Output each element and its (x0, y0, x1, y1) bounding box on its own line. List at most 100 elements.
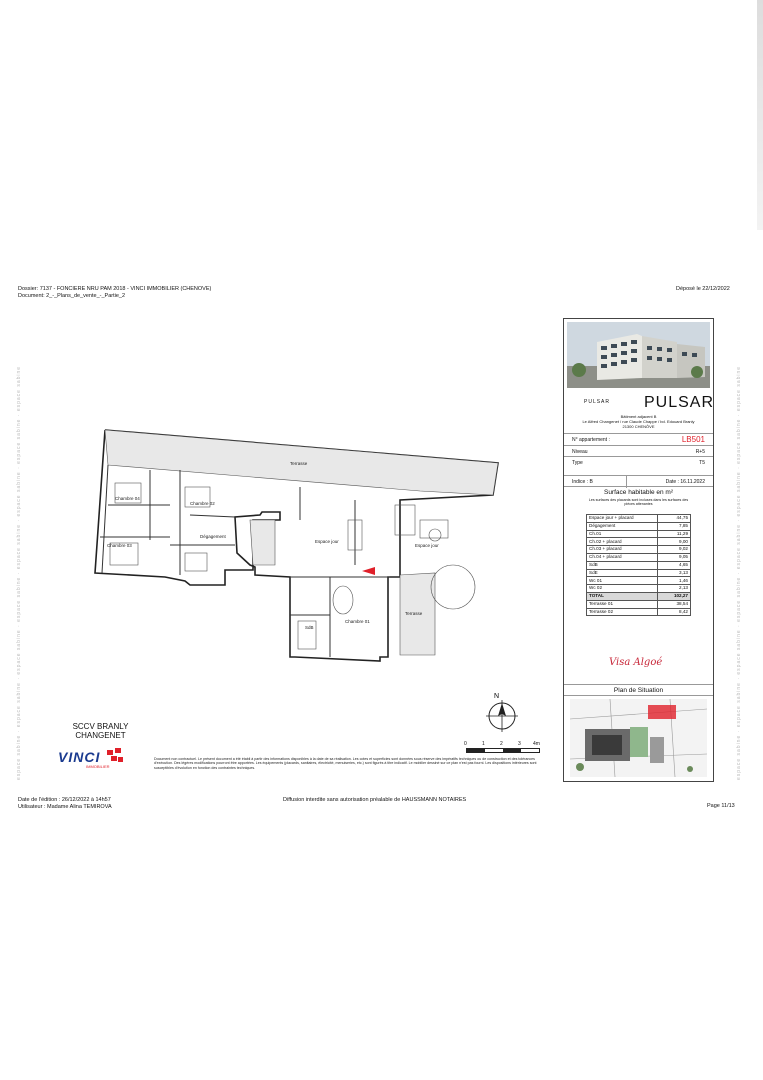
surface-label: Ch.02 + placard (586, 537, 658, 547)
document-text: Document: 2_-_Plans_de_vente_-_Partie_2 (18, 293, 126, 299)
edge-watermark-left: espace sabine · espace sabine · espace s… (16, 365, 22, 780)
room-label: Chambre 03 (107, 543, 132, 548)
diffusion-notice: Diffusion interdite sans autorisation pr… (283, 797, 467, 803)
depose-text: Déposé le 22/12/2022 (676, 286, 730, 292)
surface-value: 38,54 (657, 599, 691, 609)
surface-value: 8,42 (657, 607, 691, 617)
surface-label: Ch.03 + placard (586, 545, 658, 554)
niveau-label: Niveau (572, 449, 588, 455)
edition-date: Date de l'édition : 26/12/2022 à 14h57 (18, 797, 111, 803)
room-label: Espace jour (415, 543, 439, 548)
surface-value: 4,65 (657, 560, 691, 570)
entry-arrow-icon (362, 567, 375, 575)
type-value: T5 (699, 460, 705, 466)
north-label: N (494, 693, 499, 700)
surface-value: 7,85 (657, 521, 691, 531)
room-label: Terrasse (290, 461, 308, 466)
surface-label: SdB (586, 560, 658, 570)
apartment-row: N° appartement : LB501 (564, 433, 713, 445)
dossier-text: Dossier: 7137 - FONCIERE NRU PAM 2018 - … (18, 286, 212, 292)
surface-value: 2,13 (657, 584, 691, 593)
surface-title: Surface habitable en m² (603, 489, 673, 496)
scale-label: 3 (518, 741, 521, 747)
apartment-label: N° appartement : (572, 437, 610, 443)
surface-value: 3,13 (657, 568, 691, 578)
type-row: Type T5 (564, 456, 713, 467)
address-line: Le Alfred Changenet / rue Claude Chappe … (582, 419, 695, 424)
surface-value: 9,02 (657, 545, 691, 554)
address-block: Bâtiment adjacent B Le Alfred Changenet … (564, 414, 713, 429)
utilisateur: Utilisateur : Madame Alina TEMIROVA (18, 804, 112, 810)
address-line: 21300 CHENÔVE (622, 424, 655, 429)
surface-value: 11,29 (657, 529, 691, 539)
surface-value: 44,75 (657, 514, 691, 523)
vinci-symbol-icon (106, 748, 123, 762)
floor-plan: Chambre 04 Chambre 03 Chambre 02 Dégagem… (94, 429, 499, 662)
surface-note: Les surfaces des placards sont incluses … (588, 498, 689, 507)
surface-label: Wc 02 (586, 584, 658, 593)
room-label: Chambre 01 (345, 619, 370, 624)
north-arrow-icon: N (486, 693, 518, 732)
brand-title: PULSAR (644, 394, 715, 411)
surface-value: 9,00 (657, 537, 691, 547)
building-render-image (567, 322, 710, 388)
page-number: Page 11/13 (707, 803, 735, 809)
surface-label: Terrasse 01 (586, 599, 658, 609)
surface-label: TOTAL (586, 591, 658, 601)
situation-title: Plan de Situation (613, 687, 664, 694)
situation-map (570, 699, 707, 777)
surface-value: 102,27 (657, 591, 691, 601)
surface-label: Dégagement (586, 521, 658, 531)
room-label: Chambre 02 (190, 501, 215, 506)
scale-label: 1 (482, 741, 485, 747)
surface-label: Espace jour + placard (586, 514, 658, 523)
scale-label: 0 (464, 741, 467, 747)
vinci-logo: VINCI IMMOBILIER (58, 748, 148, 769)
room-label: Espace jour (315, 539, 339, 544)
niveau-value: R+5 (695, 449, 705, 455)
scale-bar (466, 748, 540, 753)
client-line2: CHANGENET (75, 731, 126, 740)
surface-value: 9,05 (657, 552, 691, 562)
room-label: Terrasse (405, 611, 423, 616)
situation-row: Plan de Situation (564, 684, 713, 696)
title-block: PULSAR PULSAR Bâtiment adjacent B Le Alf… (563, 318, 714, 782)
room-label: Chambre 04 (115, 496, 140, 501)
client-name: SCCV BRANLY CHANGENET (63, 722, 138, 740)
surface-label: Terrasse 02 (586, 607, 658, 617)
type-label: Type (572, 460, 583, 466)
brand-small: PULSAR (584, 399, 611, 405)
disclaimer-text: Document non contractuel. Le présent doc… (154, 757, 537, 770)
scan-edge (757, 0, 763, 230)
scale-label: 4m (533, 741, 540, 747)
vinci-immobilier: IMMOBILIER (86, 764, 110, 769)
room-label: Dégagement (200, 534, 227, 539)
room-label: SdB (305, 625, 314, 630)
edge-watermark-right: espace sabine · espace sabine · espace s… (736, 365, 742, 780)
surface-label: SdE (586, 568, 658, 578)
apartment-value: LB501 (681, 435, 705, 444)
indice-label: Indice : B (572, 479, 593, 485)
date-label: Date : 16.11.2022 (665, 479, 705, 485)
surface-value: 1,46 (657, 576, 691, 586)
niveau-row: Niveau R+5 (564, 445, 713, 456)
scale-label: 2 (500, 741, 503, 747)
client-line1: SCCV BRANLY (72, 722, 129, 731)
surface-label: Ch.04 + placard (586, 552, 658, 562)
surface-label: Ch.01 (586, 529, 658, 539)
visa-signature: Visa Algoé (609, 657, 663, 668)
